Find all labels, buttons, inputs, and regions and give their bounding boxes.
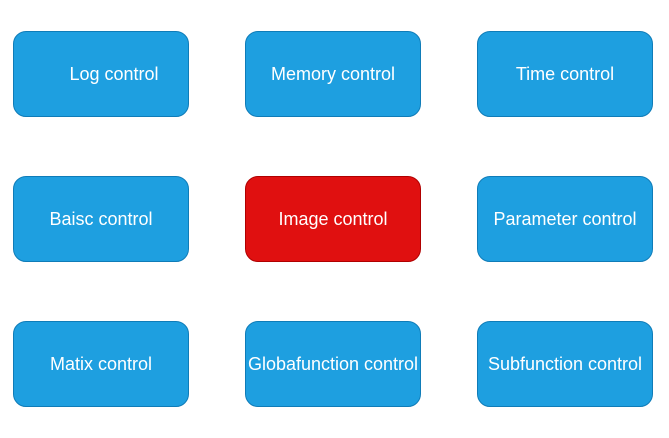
- control-button-label: Memory control: [270, 63, 396, 84]
- control-button-label: Baisc control: [49, 208, 153, 229]
- control-button-label: Log control: [69, 63, 159, 84]
- control-button-matix[interactable]: Matix control: [13, 321, 189, 407]
- control-button-label: Parameter control: [493, 208, 637, 229]
- control-button-grid: Log control Memory control Time control …: [13, 31, 653, 407]
- control-button-log[interactable]: Log control: [13, 31, 189, 117]
- control-button-label: Image control: [278, 208, 388, 229]
- control-button-label: Globafunction control: [247, 353, 419, 374]
- control-button-baisc[interactable]: Baisc control: [13, 176, 189, 262]
- control-button-parameter[interactable]: Parameter control: [477, 176, 653, 262]
- control-button-memory[interactable]: Memory control: [245, 31, 421, 117]
- control-button-label: Matix control: [49, 353, 153, 374]
- control-button-image[interactable]: Image control: [245, 176, 421, 262]
- control-button-globafunction[interactable]: Globafunction control: [245, 321, 421, 407]
- control-button-subfunction[interactable]: Subfunction control: [477, 321, 653, 407]
- control-button-time[interactable]: Time control: [477, 31, 653, 117]
- control-button-label: Time control: [515, 63, 615, 84]
- control-button-label: Subfunction control: [487, 353, 643, 374]
